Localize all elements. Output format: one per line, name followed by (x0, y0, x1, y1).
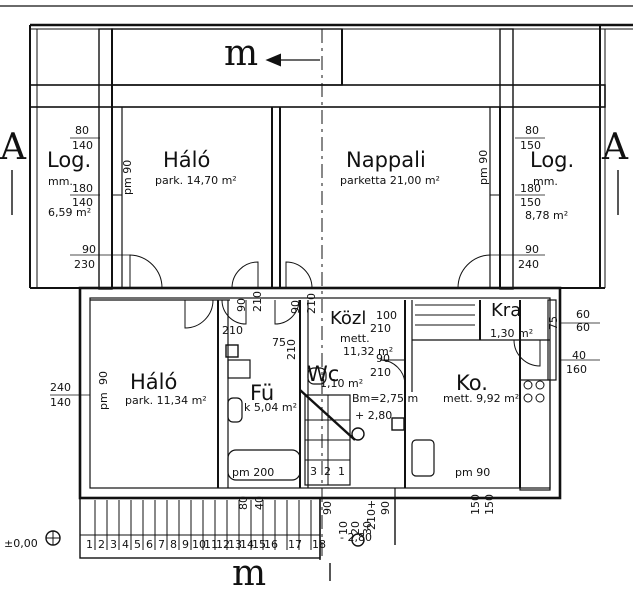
dim: 90 (376, 352, 390, 365)
room-area-wc: 1,10 m² (320, 377, 364, 390)
dim: 140 (72, 139, 93, 152)
dim: 240 (50, 381, 71, 394)
dim: 10 (337, 521, 350, 535)
dim: 150 (469, 494, 482, 515)
label-pm-halo: pm (97, 392, 110, 410)
label-pm90-left: pm 90 (121, 159, 134, 195)
dim: 90 (525, 243, 539, 256)
dim: 230 (74, 258, 95, 271)
dim: 75 (272, 336, 286, 349)
stair-num: 2 (98, 538, 105, 551)
stair-num: 5 (134, 538, 141, 551)
dim: 90 (321, 501, 334, 515)
dim: 150 (520, 139, 541, 152)
label-plus280: + 2,80 (355, 409, 393, 422)
dim: 150 (483, 494, 496, 515)
room-name-log-right: Log. (530, 148, 575, 172)
dim: 210 (251, 291, 264, 312)
stair-num: 14 (240, 538, 254, 551)
dim: 30 (361, 521, 374, 535)
dim: 90 (379, 501, 392, 515)
label-pm90-kitchen: pm 90 (455, 466, 491, 479)
stair-num: 15 (252, 538, 266, 551)
room-name-konyha: Ko. (456, 371, 488, 395)
dim: 90 (289, 300, 302, 314)
label-bm: Bm=2,75 m (352, 392, 419, 405)
dim: 210 (222, 324, 243, 337)
room-area-log-left: 6,59 m² (48, 206, 92, 219)
room-name-nappali: Nappali (346, 148, 426, 172)
stair-num: 17 (288, 538, 302, 551)
section-label-right: A (602, 127, 628, 168)
stair-num: 11 (204, 538, 218, 551)
dim: 90 (82, 243, 96, 256)
inner-stair-num: 1 (338, 465, 345, 478)
room-floor-area-nappali: parketta 21,00 m² (340, 174, 440, 187)
stair-num: 7 (158, 538, 165, 551)
label-pm90-right: pm 90 (477, 149, 490, 185)
stair-num: 16 (264, 538, 278, 551)
inner-stair-num: 3 (310, 465, 317, 478)
dim: 40 (253, 496, 266, 510)
room-name-kozl: Közl (330, 308, 367, 329)
dim: 210 (370, 366, 391, 379)
room-area-kozl: 11,32 m² (343, 345, 394, 358)
dim: 100 (376, 309, 397, 322)
stair-num: 18 (312, 538, 326, 551)
label-pm200: pm 200 (232, 466, 275, 479)
stair-steps (94, 500, 312, 550)
room-name-halo-top: Háló (163, 148, 211, 172)
room-name-wc: Wc (307, 362, 340, 386)
dim: 160 (566, 363, 587, 376)
room-floor-area-furdo: k 5,04 m² (244, 401, 297, 414)
room-floor-area-konyha: mett. 9,92 m² (443, 392, 520, 405)
dim: 60 (576, 321, 590, 334)
dim: 60 (576, 308, 590, 321)
dim: 240 (518, 258, 539, 271)
dim: 150 (520, 196, 541, 209)
room-area-log-right: 8,78 m² (525, 209, 569, 222)
room-floor-kozl: mett. (340, 332, 370, 345)
dim: 20 (349, 521, 362, 535)
inner-stair-num: 2 (324, 465, 331, 478)
dim: 90 (235, 298, 248, 312)
stair-num: 3 (110, 538, 117, 551)
dim: 140 (50, 396, 71, 409)
section-label-left: A (0, 127, 26, 168)
dim: 180 (520, 182, 541, 195)
stair-num: 4 (122, 538, 129, 551)
room-name-log-left: Log. (47, 148, 92, 172)
stair-num: 10 (192, 538, 206, 551)
dim: 210 (370, 322, 391, 335)
axis-label-top: m (224, 33, 259, 74)
axis-label-bottom: m (232, 553, 267, 594)
dim: 210 (285, 339, 298, 360)
stair-num: 9 (182, 538, 189, 551)
dim: 80 (75, 124, 89, 137)
dim: 40 (572, 349, 586, 362)
dim: 180 (72, 182, 93, 195)
stair-num: 1 (86, 538, 93, 551)
stair-num: 13 (228, 538, 242, 551)
room-name-furdo: Fü (250, 381, 275, 405)
dim: 75 (547, 316, 560, 330)
dim: 80 (525, 124, 539, 137)
origin-level: ±0,00 (4, 537, 38, 550)
room-floor-log-right: mm. (533, 175, 558, 188)
dim: 90 (97, 371, 110, 385)
dim: 140 (72, 196, 93, 209)
room-floor-area-halo-top: park. 14,70 m² (155, 174, 237, 187)
room-floor-log-left: mm. (48, 175, 73, 188)
room-name-kamra: Kra (491, 300, 522, 321)
stair-num: 6 (146, 538, 153, 551)
stair-num: 8 (170, 538, 177, 551)
room-name-halo-bottom: Háló (130, 370, 178, 394)
stair-num: 12 (216, 538, 230, 551)
dim: 80 (237, 496, 250, 510)
dim: 210 (305, 293, 318, 314)
floor-plan-drawing (0, 5, 633, 581)
room-floor-area-halo-bottom: park. 11,34 m² (125, 394, 207, 407)
room-area-kamra: 1,30 m² (490, 327, 534, 340)
label-minus280: - 2,80 (340, 531, 372, 544)
